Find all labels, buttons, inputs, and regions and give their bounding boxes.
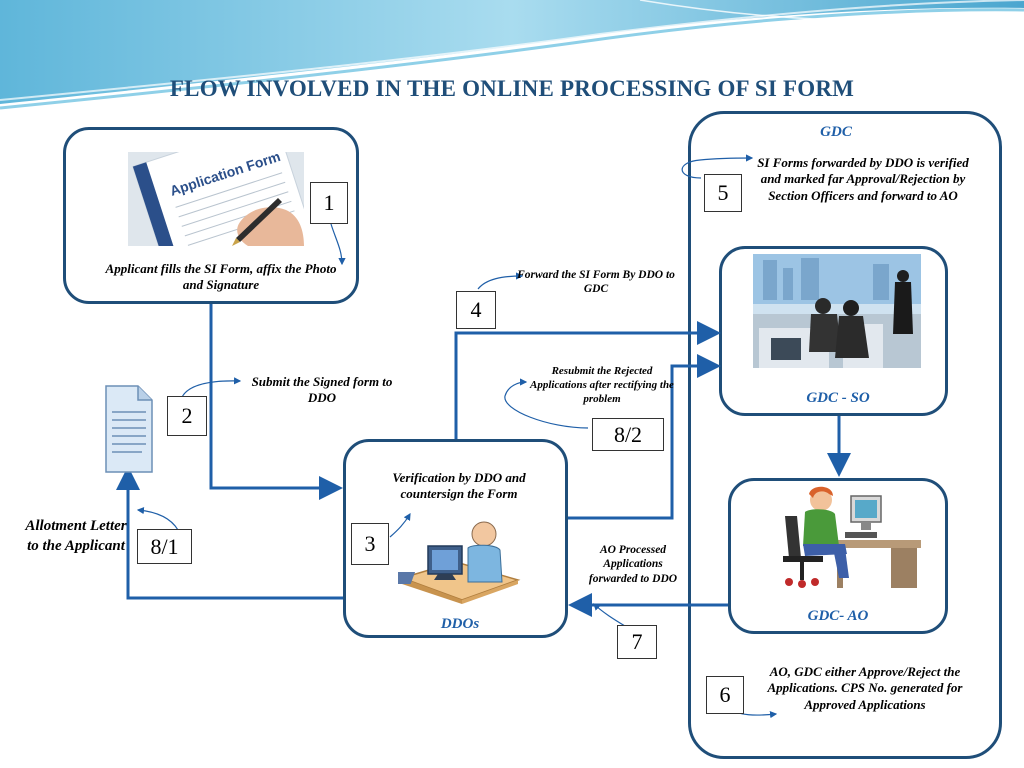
- arrow-resubmit: [568, 354, 721, 520]
- allotment-label: Allotment Letter to the Applicant: [25, 518, 127, 554]
- si-forwarded-label: SI Forms forwarded by DDO is verified an…: [757, 155, 969, 203]
- page-title: FLOW INVOLVED IN THE ONLINE PROCESSING O…: [169, 76, 855, 101]
- gdc-header-label: GDC: [820, 124, 852, 140]
- submit-label: Submit the Signed form to DDO: [251, 374, 393, 406]
- computer-user-image: [398, 521, 521, 604]
- arrow-ddo-to-applicant: [116, 466, 343, 600]
- ao-processed-label: AO Processed Applications forwarded to D…: [588, 544, 678, 585]
- step-2: 2: [167, 396, 207, 436]
- header-wave: [0, 0, 1024, 110]
- applicant-label: Applicant fills the SI Form, affix the P…: [105, 261, 337, 293]
- verification-label: Verification by DDO and countersign the …: [392, 470, 526, 502]
- step-8-2: 8/2: [592, 418, 664, 451]
- ddos-label: DDOs: [440, 616, 480, 632]
- gdc-container: [688, 111, 1002, 759]
- arrow-ddo-to-gdc: [454, 321, 721, 439]
- desk-worker-image: [783, 486, 921, 588]
- arrow-applicant-to-ddo: [209, 304, 343, 500]
- ao-approve-label: AO, GDC either Approve/Reject the Applic…: [767, 664, 963, 712]
- forward-label: Forward the SI Form By DDO to GDC: [517, 269, 675, 296]
- office-workers-image: [753, 254, 921, 368]
- resubmit-label: Resubmit the Rejected Applications after…: [530, 365, 674, 405]
- document-icon: [105, 385, 153, 473]
- gdc-ao-label: GDC- AO: [807, 608, 869, 624]
- application-form-photo: Application Form: [128, 152, 304, 246]
- step-1: 1: [310, 182, 348, 224]
- step-7: 7: [617, 625, 657, 659]
- step-8-1: 8/1: [137, 529, 192, 564]
- step-5: 5: [704, 174, 742, 212]
- step-3: 3: [351, 523, 389, 565]
- gdc-so-label: GDC - SO: [806, 390, 870, 406]
- step-6: 6: [706, 676, 744, 714]
- step-4: 4: [456, 291, 496, 329]
